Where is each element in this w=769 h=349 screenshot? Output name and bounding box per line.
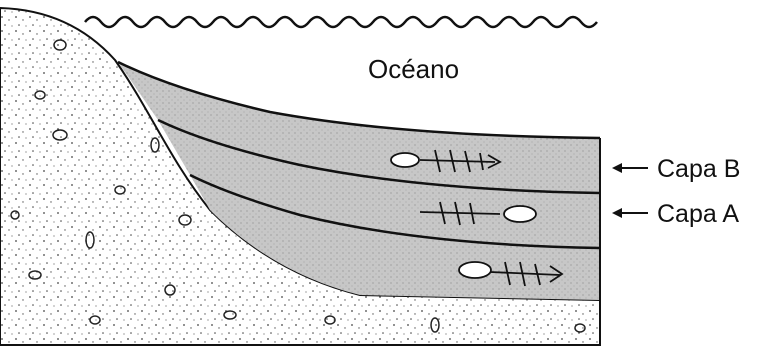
layer-b-pointer	[612, 163, 648, 173]
layer-a-label: Capa A	[657, 200, 739, 228]
ocean-surface	[85, 17, 597, 27]
ocean-label: Océano	[368, 54, 459, 84]
layer-a-pointer	[612, 208, 648, 218]
layer-b-label: Capa B	[657, 155, 740, 183]
